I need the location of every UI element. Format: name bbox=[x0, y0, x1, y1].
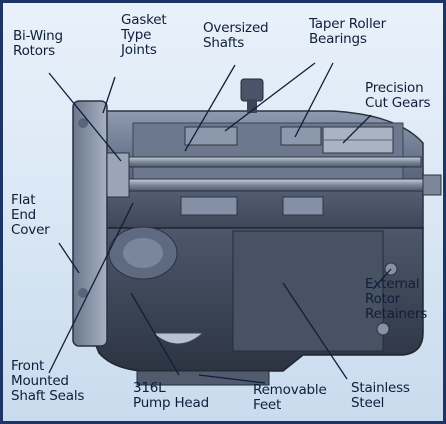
label-front-mounted-shaft-seals: Front Mounted Shaft Seals bbox=[11, 358, 85, 404]
stainless-block bbox=[232, 230, 384, 352]
upper-shaft bbox=[120, 156, 422, 168]
bearing-block-front bbox=[184, 126, 238, 146]
outlet-port bbox=[151, 332, 205, 345]
breather-cap bbox=[240, 78, 264, 102]
label-external-rotor-retainers: External Rotor Retainers bbox=[365, 276, 428, 322]
label-oversized-shafts: Oversized Shafts bbox=[203, 20, 269, 51]
label-flat-end-cover: Flat End Cover bbox=[11, 192, 50, 238]
label-stainless-steel: Stainless Steel bbox=[351, 380, 410, 411]
retainer-bolt-2 bbox=[376, 322, 390, 336]
lower-shaft bbox=[120, 178, 442, 192]
pump-cutaway-drawing bbox=[48, 62, 442, 386]
removable-foot bbox=[136, 370, 270, 386]
label-precision-cut-gears: Precision Cut Gears bbox=[365, 80, 431, 111]
label-bi-wing-rotors: Bi-Wing Rotors bbox=[13, 28, 63, 59]
end-cover bbox=[72, 100, 108, 347]
bearing-block-rear bbox=[280, 126, 322, 146]
shaft-seal bbox=[106, 152, 130, 198]
label-removable-feet: Removable Feet bbox=[253, 382, 327, 413]
leader-lines bbox=[48, 62, 392, 384]
bearing-lower-rear bbox=[282, 196, 324, 216]
bearing-lower-front bbox=[180, 196, 238, 216]
label-316l-pump-head: 316L Pump Head bbox=[133, 380, 209, 411]
label-taper-roller-bearings: Taper Roller Bearings bbox=[309, 16, 386, 47]
label-gasket-type-joints: Gasket Type Joints bbox=[121, 12, 167, 58]
